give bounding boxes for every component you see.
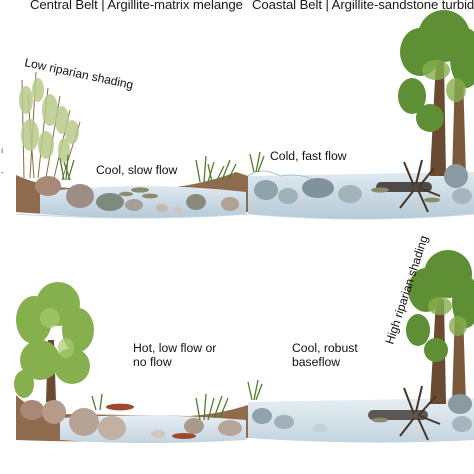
cool-robust-baseflow-label-line1: Cool, robust xyxy=(292,341,358,355)
fish-group xyxy=(371,187,440,203)
log-rootwad xyxy=(376,159,441,213)
hot-low-flow-label-line2: no flow xyxy=(133,355,172,369)
log-rootwad xyxy=(368,385,441,441)
scene-coastal-top xyxy=(247,10,474,219)
scene-coastal-bottom xyxy=(247,250,474,443)
hot-low-flow-label-line1: Hot, low flow or xyxy=(133,341,217,355)
central-belt-header: Central Belt | Argillite-matrix melange xyxy=(30,0,243,12)
deciduous-tree xyxy=(14,282,94,402)
cool-slow-flow-label: Cool, slow flow xyxy=(96,163,178,177)
coastal-belt-header: Coastal Belt | Argillite-sandstone turbi… xyxy=(252,0,474,12)
redwood-tree xyxy=(398,10,474,176)
scene-central-top xyxy=(16,71,248,218)
cold-fast-flow-label: Cold, fast flow xyxy=(270,149,347,163)
grass-tufts xyxy=(59,154,237,183)
fish-group xyxy=(119,187,158,199)
rocks xyxy=(252,394,472,432)
rocks xyxy=(254,164,472,210)
scene-central-bottom xyxy=(14,282,248,443)
redwood-tree xyxy=(406,250,474,404)
fish-group xyxy=(372,417,388,423)
salamanders xyxy=(106,403,196,439)
shrub-leaves xyxy=(19,78,79,162)
side-mark-bottom: - xyxy=(1,168,4,177)
rocks xyxy=(35,176,239,213)
side-mark-top: ı xyxy=(1,146,4,155)
rocks xyxy=(20,400,242,440)
cool-robust-baseflow-label-line2: baseflow xyxy=(292,355,341,369)
